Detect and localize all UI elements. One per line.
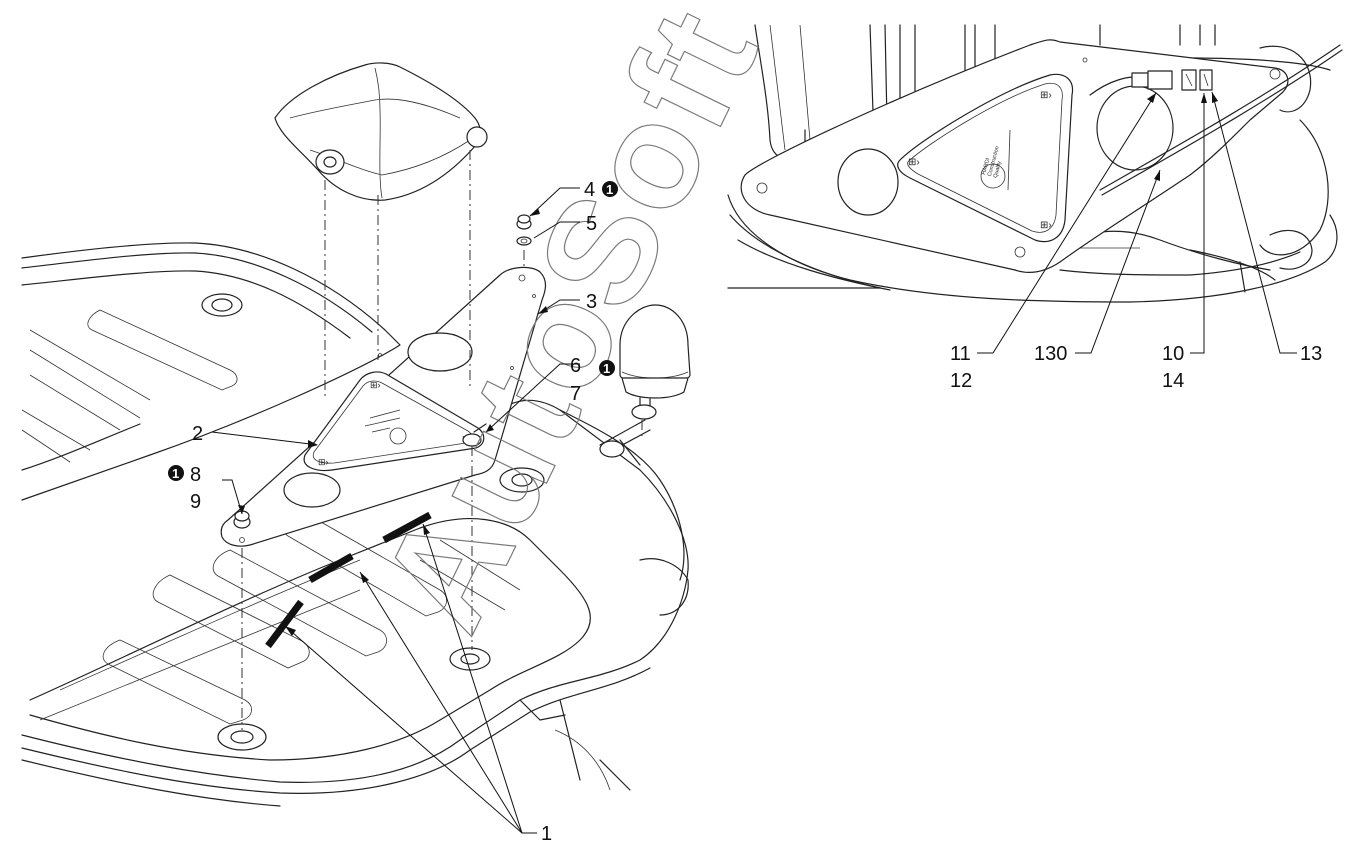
logo-mark-right-a: ⊞›: [908, 157, 920, 168]
warning-badge-8-text: 1: [172, 466, 179, 481]
logo-mark-left: ⊞›: [318, 457, 329, 467]
washer-5: [516, 236, 532, 246]
logo-mark-top: ⊞›: [370, 380, 381, 390]
callout-130: 130: [1034, 343, 1067, 365]
callout-3: 3: [586, 291, 597, 313]
callout-4: 4: [584, 179, 595, 201]
warning-badge-8: [168, 465, 184, 481]
callout-5: 5: [586, 213, 597, 235]
warning-badge-beacon-text: 1: [603, 361, 610, 376]
logo-plate-right: ⊞› ⊞› ⊞› HARDI Construction Quality: [897, 73, 1074, 243]
logo-mark-right-b: ⊞›: [1040, 90, 1052, 101]
cover-lid-top: [274, 62, 488, 201]
bolt-8-9: [233, 510, 251, 529]
callout-13: 13: [1300, 343, 1322, 365]
warning-badge-beacon: [599, 360, 615, 376]
logo-mark-right-c: ⊞›: [1040, 220, 1052, 231]
callout-labels: 4 1 5 3 6 7 1 2 1 8 9 1 11 12 130 10 14 …: [168, 179, 1322, 845]
callout-11: 11: [950, 343, 971, 365]
callout-7: 7: [570, 383, 581, 405]
plate-text-line-1: HARDI: [981, 157, 991, 176]
callout-6: 6: [570, 355, 581, 377]
callout-2: 2: [192, 423, 203, 445]
callout-leaders: [211, 91, 1297, 834]
tank-body-left: [21, 242, 689, 807]
warning-badge-4-text: 1: [606, 182, 613, 197]
beacon-light: [619, 304, 691, 420]
wiring-harness-right: [1089, 44, 1343, 196]
assembly-guide-lines: [241, 150, 643, 730]
screw-4: [516, 214, 532, 230]
rubber-strips-1: [265, 511, 432, 649]
warning-badge-4: [602, 181, 618, 197]
callout-10: 10: [1162, 343, 1184, 365]
callout-1: 1: [541, 823, 552, 845]
callout-9: 9: [190, 491, 201, 513]
callout-12: 12: [950, 370, 972, 392]
callout-14: 14: [1162, 370, 1184, 392]
plate-text-line-3: Quality: [993, 160, 1003, 178]
callout-8: 8: [190, 464, 201, 486]
